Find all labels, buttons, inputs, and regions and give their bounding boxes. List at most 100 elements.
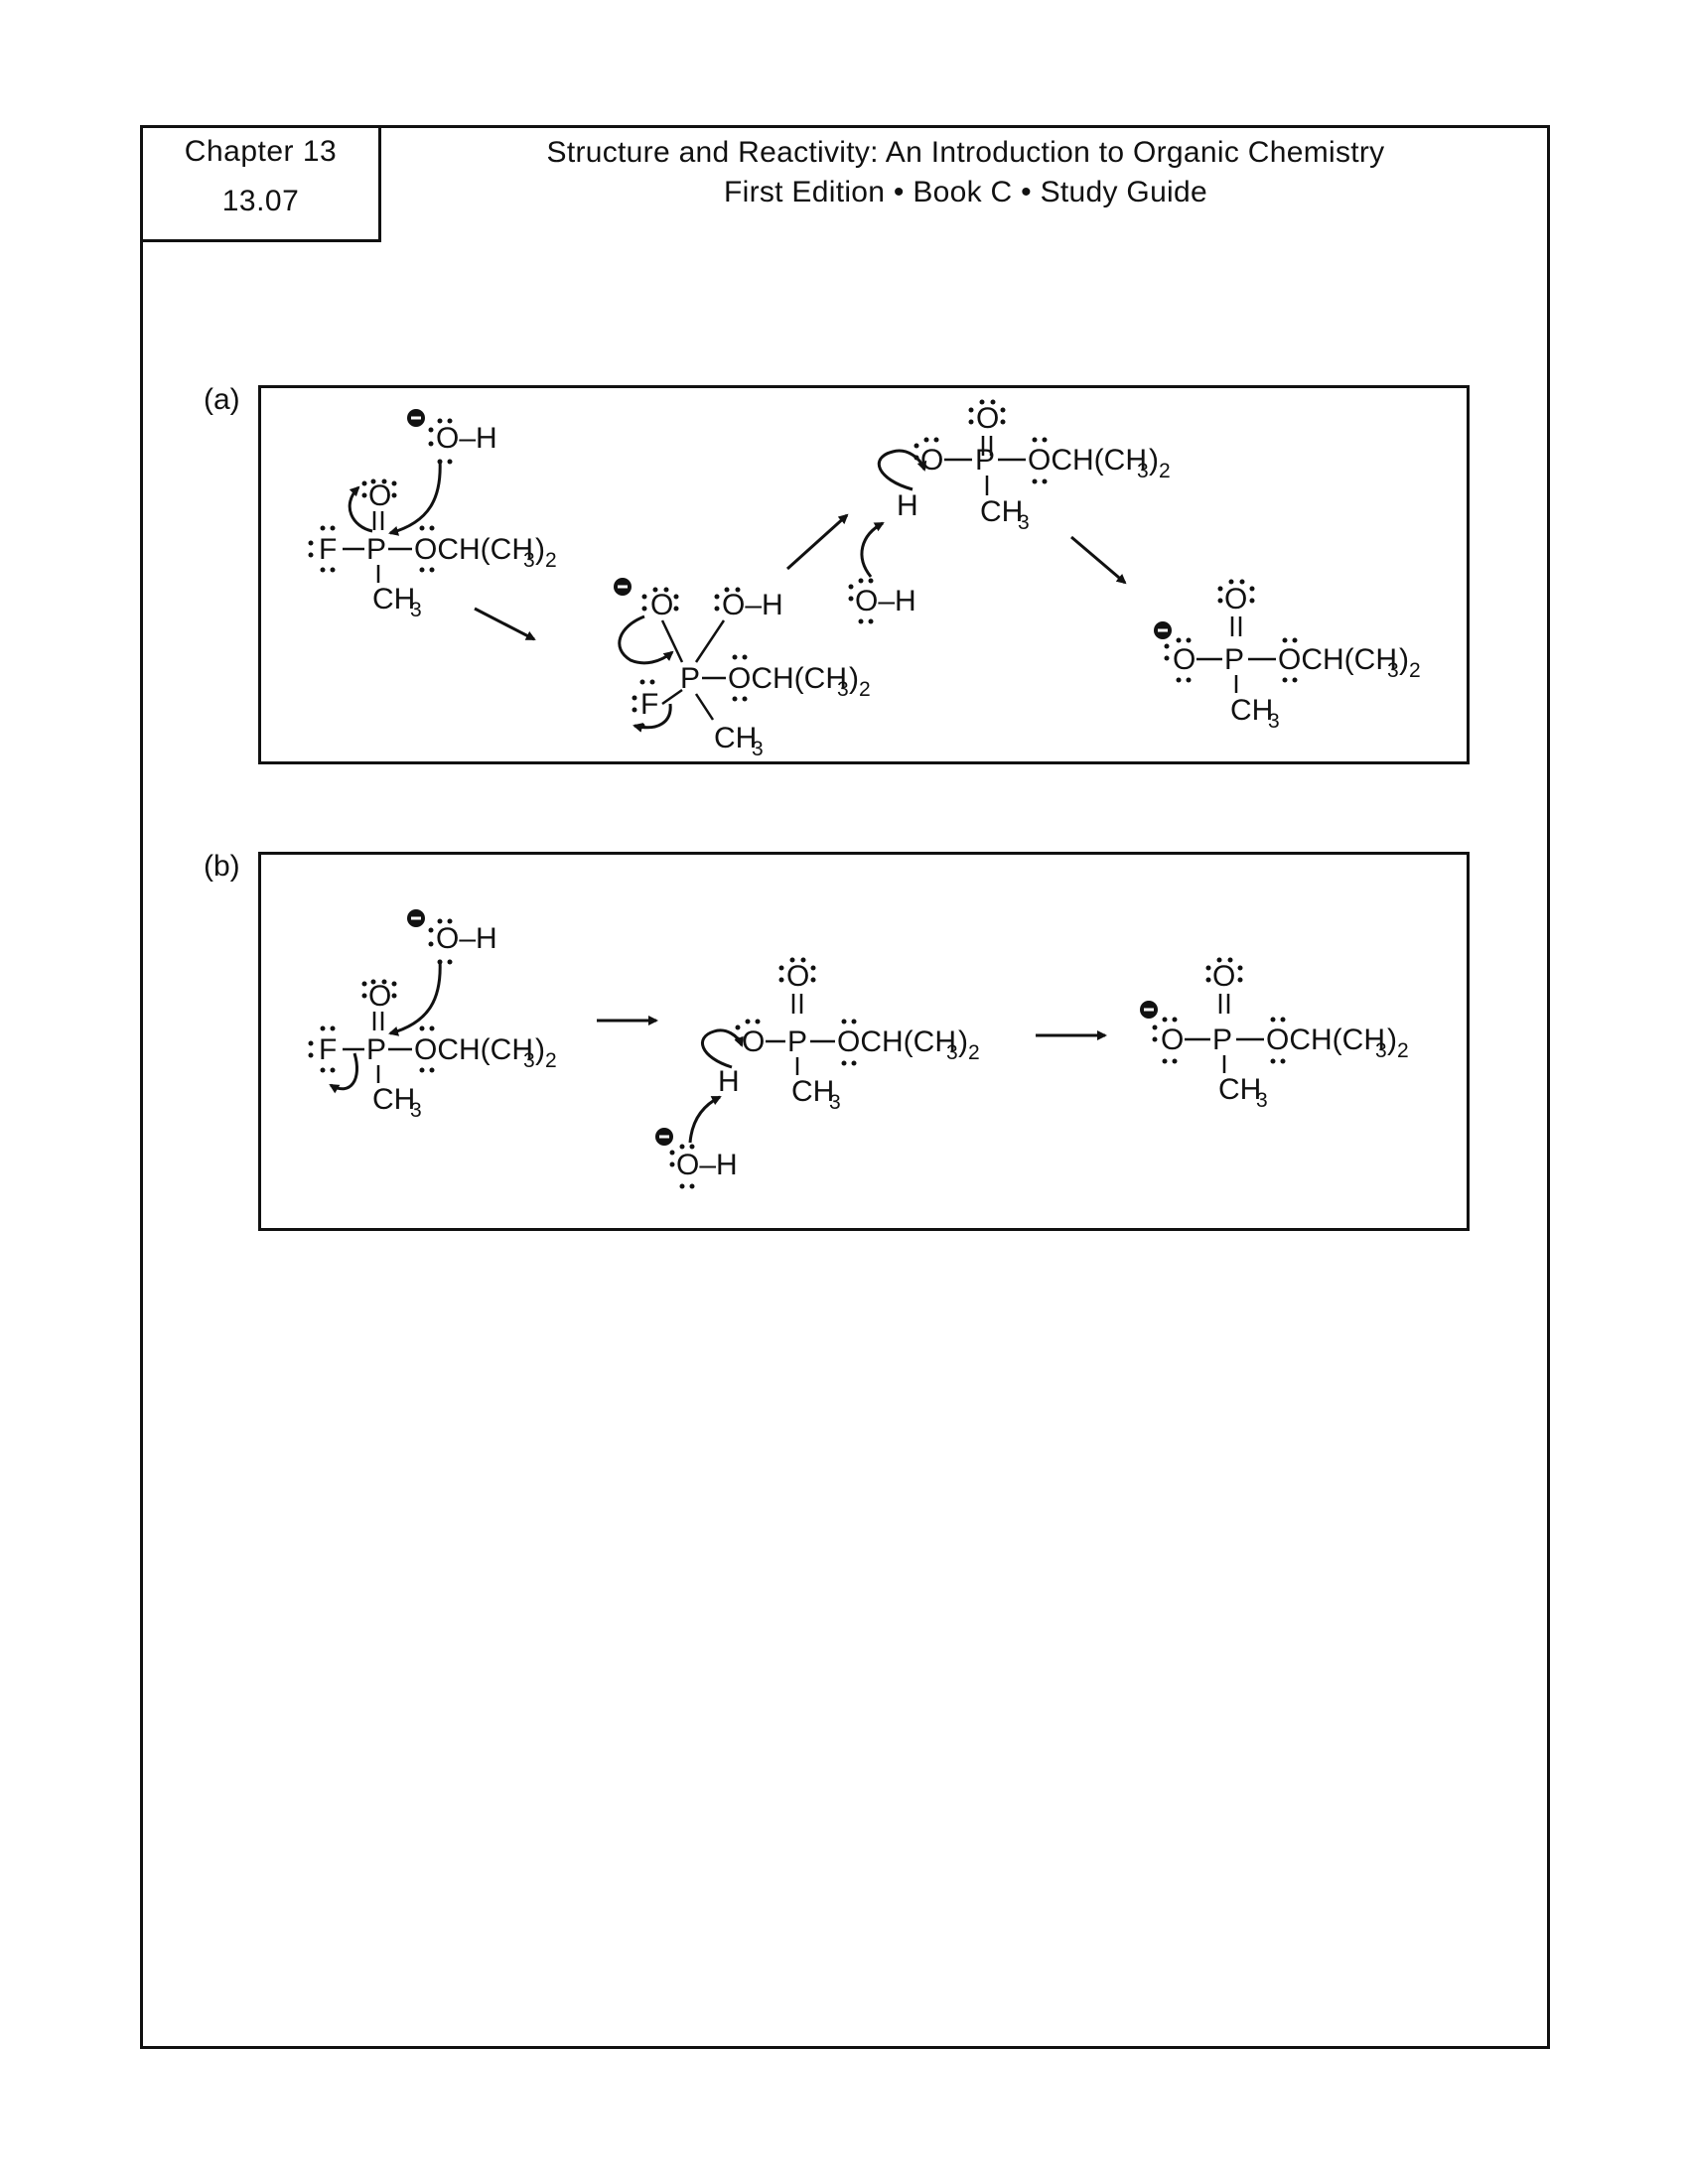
reactant-phosphonofluoridate: O–H O F P OCH(CH 3	[308, 409, 557, 621]
subscript-2: 2	[545, 1049, 557, 1072]
subscript-3: 3	[829, 1091, 841, 1114]
hydroxyl-oxygen: O	[920, 444, 943, 477]
subscript-2: 2	[545, 549, 557, 572]
book-title: Structure and Reactivity: An Introductio…	[381, 133, 1550, 212]
curved-arrow-fluoride-leaving	[329, 1052, 358, 1094]
curved-arrow-deprotonation	[688, 1095, 722, 1144]
fluorine-atom: F	[640, 688, 658, 721]
phosphorus-atom: P	[366, 1033, 386, 1066]
isopropoxy-group: OCH(CH	[414, 1033, 533, 1066]
subscript-3: 3	[410, 599, 422, 621]
hydroxide-ion: O–H	[407, 909, 497, 965]
subscript-3: 3	[410, 1099, 422, 1122]
hydroxide-base: O–H	[655, 1095, 738, 1189]
fluorine-atom: F	[319, 533, 337, 566]
subscript-2: 2	[1409, 659, 1421, 682]
curved-arrow-reform-pi	[618, 614, 674, 665]
mechanism-b-diagram: O–H O F P OCH(CH 3 ) 2 CH	[308, 909, 1409, 1189]
methyl-group: CH	[791, 1075, 834, 1108]
hydroxide-text: O–H	[436, 922, 497, 955]
curved-arrow-deprotonation	[860, 521, 885, 578]
subscript-3: 3	[1375, 1039, 1387, 1062]
paren-close: )	[958, 1025, 968, 1058]
subscript-2: 2	[1159, 460, 1171, 482]
subscript-3: 3	[1387, 659, 1399, 682]
reaction-arrow-2	[785, 513, 849, 571]
hydroxyl-oxygen: O	[742, 1025, 765, 1058]
mechanism-panel-a: O–H O F P OCH(CH 3	[258, 385, 1470, 764]
subscript-2: 2	[859, 678, 871, 701]
page-frame	[140, 125, 1550, 2049]
phosphorus-atom: P	[680, 662, 700, 695]
hydroxide-text: O–H	[855, 585, 916, 617]
part-a-label: (a)	[204, 383, 240, 416]
isopropoxy-group: OCH(CH	[837, 1025, 956, 1058]
phosphoryl-oxygen: O	[1212, 960, 1235, 993]
subscript-3: 3	[837, 678, 849, 701]
hydroxide-ion: O–H	[407, 409, 497, 465]
paren-close: )	[849, 662, 859, 695]
phosphorus-atom: P	[1212, 1024, 1232, 1056]
oxyanion: O	[650, 589, 673, 621]
reaction-arrow-1	[474, 607, 536, 641]
methyl-group: CH	[372, 583, 415, 615]
phosphorus-atom: P	[787, 1025, 807, 1058]
methyl-group: CH	[372, 1083, 415, 1116]
methyl-group: CH	[980, 495, 1023, 528]
curved-arrow-attack	[388, 959, 442, 1036]
part-b-label: (b)	[204, 850, 240, 883]
oxyanion: O	[1173, 643, 1196, 676]
subscript-3: 3	[752, 738, 764, 760]
problem-number: 13.07	[221, 185, 300, 217]
curved-arrow-fluoride-leaving	[633, 703, 672, 733]
hydroxide-base: O–H	[848, 521, 916, 624]
pentacoordinate-intermediate: O O–H P OCH(CH 3 ) 2 F CH	[614, 578, 871, 760]
methyl-group: CH	[1218, 1073, 1261, 1106]
phosphonic-acid: O O P OCH(CH 3 ) 2 H CH 3	[701, 957, 980, 1114]
isopropoxy-group: OCH(CH	[1028, 444, 1147, 477]
subscript-3: 3	[1268, 710, 1280, 733]
hydroxide-text: O–H	[436, 422, 497, 455]
subscript-2: 2	[968, 1041, 980, 1064]
subscript-2: 2	[1397, 1039, 1409, 1062]
subscript-3: 3	[523, 549, 535, 572]
phosphorus-atom: P	[366, 533, 386, 566]
isopropoxy-group: OCH(CH	[1266, 1024, 1385, 1056]
methyl-group: CH	[714, 722, 757, 754]
curved-arrow-attack	[388, 459, 442, 536]
subscript-3: 3	[1018, 511, 1030, 534]
phosphoryl-oxygen: O	[976, 402, 999, 435]
isopropoxy-group: OCH(CH	[728, 662, 847, 695]
reaction-arrow-3	[1070, 535, 1127, 585]
paren-close: )	[535, 533, 545, 566]
methyl-group: CH	[1230, 694, 1273, 727]
chapter-box: Chapter 13 13.07	[140, 125, 381, 242]
hydroxide-text: O–H	[676, 1149, 738, 1181]
chapter-label: Chapter 13	[184, 135, 338, 168]
subscript-3: 3	[1137, 460, 1149, 482]
fluorine-atom: F	[319, 1033, 337, 1066]
phosphonate-product: O O P OCH(CH 3 ) 2 CH 3	[1140, 957, 1409, 1112]
phosphoryl-oxygen: O	[1224, 583, 1247, 615]
book-title-line-1: Structure and Reactivity: An Introductio…	[546, 136, 1385, 169]
phosphoryl-oxygen: O	[368, 479, 391, 512]
isopropoxy-group: OCH(CH	[414, 533, 533, 566]
phosphoryl-oxygen: O	[368, 980, 391, 1013]
mechanism-a-diagram: O–H O F P OCH(CH 3	[308, 399, 1421, 760]
isopropoxy-group: OCH(CH	[1278, 643, 1397, 676]
phosphonic-acid: O O P OCH(CH 3 ) 2 H CH 3	[877, 399, 1171, 534]
phosphorus-atom: P	[1224, 643, 1244, 676]
subscript-3: 3	[523, 1049, 535, 1072]
hydroxyl-on-phosphorus: O–H	[722, 589, 783, 621]
paren-close: )	[535, 1033, 545, 1066]
paren-close: )	[1149, 444, 1159, 477]
curved-arrow-oh-bond	[701, 1028, 744, 1069]
paren-close: )	[1387, 1024, 1397, 1056]
paren-close: )	[1399, 643, 1409, 676]
subscript-3: 3	[946, 1041, 958, 1064]
subscript-3: 3	[1256, 1089, 1268, 1112]
curved-arrow-oh-bond	[877, 449, 927, 491]
phosphoryl-oxygen: O	[786, 960, 809, 993]
hydrogen-atom: H	[718, 1065, 740, 1098]
mechanism-panel-b: O–H O F P OCH(CH 3 ) 2 CH	[258, 852, 1470, 1231]
